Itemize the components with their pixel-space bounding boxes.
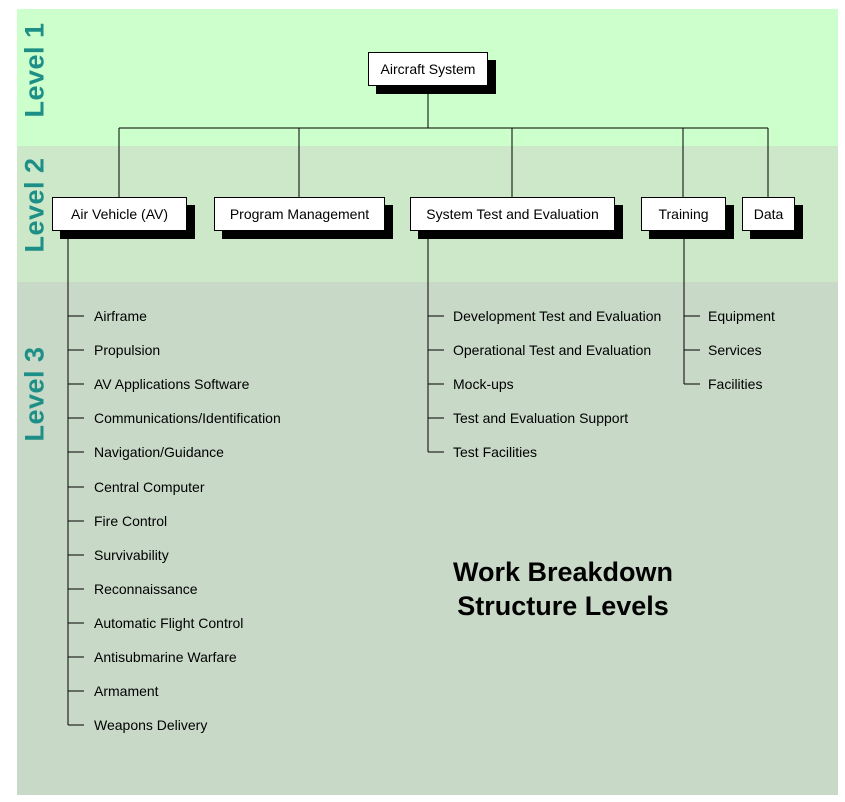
training-child-item: Equipment xyxy=(708,308,775,324)
air-vehicle-child-item: Armament xyxy=(94,683,159,699)
node-training: Training xyxy=(641,197,726,231)
node-program-management: Program Management xyxy=(214,197,385,231)
air-vehicle-child-item: Communications/Identification xyxy=(94,410,281,426)
node-system-test: System Test and Evaluation xyxy=(410,197,615,231)
training-child-item: Facilities xyxy=(708,376,763,392)
air-vehicle-child-item: Reconnaissance xyxy=(94,581,198,597)
title-line1: Work Breakdown xyxy=(452,557,674,587)
title-line2: Structure Levels xyxy=(457,591,669,621)
node-data: Data xyxy=(742,197,795,231)
diagram-title: Work Breakdown Structure Levels xyxy=(453,555,673,623)
air-vehicle-child-item: AV Applications Software xyxy=(94,376,250,392)
air-vehicle-child-item: Airframe xyxy=(94,308,147,324)
air-vehicle-child-item: Central Computer xyxy=(94,479,205,495)
node-air-vehicle: Air Vehicle (AV) xyxy=(52,197,187,231)
air-vehicle-child-item: Automatic Flight Control xyxy=(94,615,244,631)
air-vehicle-child-item: Survivability xyxy=(94,547,169,563)
air-vehicle-child-item: Fire Control xyxy=(94,513,168,529)
air-vehicle-child-item: Weapons Delivery xyxy=(94,717,208,733)
system-test-child-item: Test Facilities xyxy=(453,444,538,460)
system-test-child-item: Operational Test and Evaluation xyxy=(453,342,652,358)
system-test-child-item: Development Test and Evaluation xyxy=(453,308,662,324)
node-aircraft-system: Aircraft System xyxy=(368,52,488,86)
air-vehicle-child-item: Antisubmarine Warfare xyxy=(94,649,237,665)
training-child-item: Services xyxy=(708,342,762,358)
system-test-child-item: Test and Evaluation Support xyxy=(453,410,629,426)
air-vehicle-child-item: Propulsion xyxy=(94,342,161,358)
system-test-child-item: Mock-ups xyxy=(453,376,514,392)
air-vehicle-child-item: Navigation/Guidance xyxy=(94,444,224,460)
